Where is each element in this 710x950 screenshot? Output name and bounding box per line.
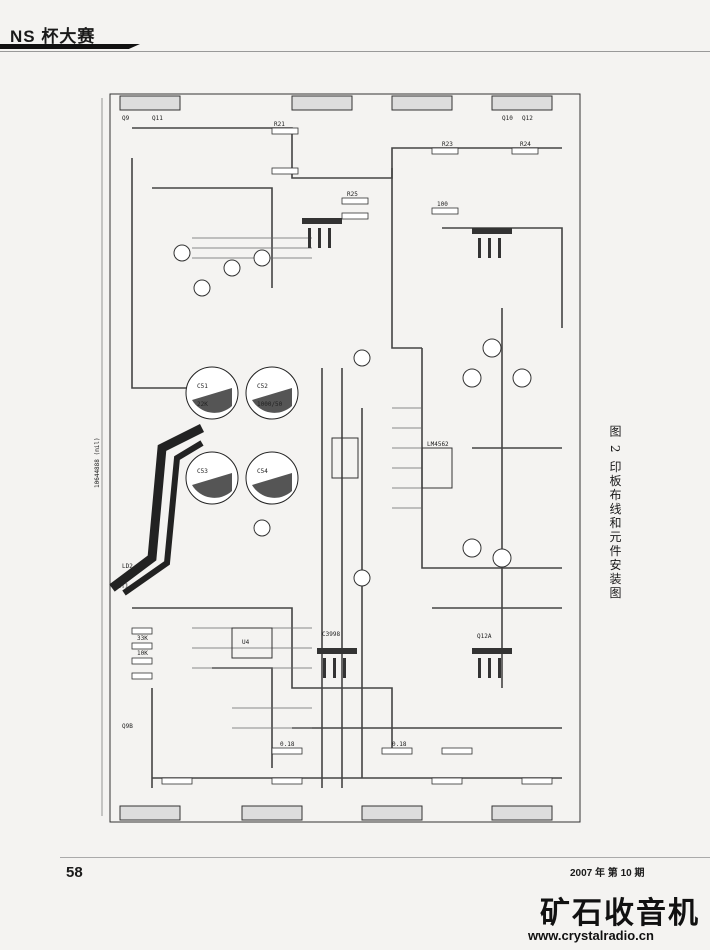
header-bar [0,44,140,49]
label-q10: Q10 [502,115,513,122]
header-rule [0,51,710,52]
magazine-section-title: NS 杯大赛 [10,27,96,46]
label-r24: R24 [520,141,531,148]
label-led: Q9B [122,723,133,730]
value-1000-50: 22K [197,401,208,408]
watermark-url: www.crystalradio.cn [528,928,654,943]
label-lm4562: LM4562 [427,441,449,448]
value-10k: 10K [137,650,148,657]
pcb-layout-figure: 10644888 (mil) [92,88,600,828]
label-out2: OUT1 [114,583,129,590]
label-out1: LD2 [122,563,133,570]
label-q12: Q12 [522,115,533,122]
value-100: 100 [437,201,448,208]
label-r25: R25 [347,191,358,198]
page-number: 58 [66,864,83,881]
label-q9: Q9 [122,115,130,122]
label-u3: U4 [242,639,250,646]
footer-rule [60,857,710,858]
label-c52: C52 [257,383,268,390]
dimension-label: 10644888 (mil) [94,437,101,488]
label-c51: C51 [197,383,208,390]
value-0-18: 0.18 [280,741,295,748]
label-q9a: C3998 [322,631,340,638]
label-q11: Q11 [152,115,163,122]
label-c53: C53 [197,468,208,475]
value-0-18b: 0.18 [392,741,407,748]
label-a1859: Q12A [477,633,492,640]
value-33k: 33K [137,635,148,642]
label-c54: C54 [257,468,268,475]
watermark-logo-text: 矿石收音机 [540,896,700,931]
figure-caption: 图 2 印板布线和元件安装图 [608,425,622,601]
issue-text: 2007 年 第 10 期 [570,868,645,879]
label-r23: R23 [442,141,453,148]
value-8200-50: 1000/50 [257,401,283,408]
label-r21: R21 [274,121,285,128]
